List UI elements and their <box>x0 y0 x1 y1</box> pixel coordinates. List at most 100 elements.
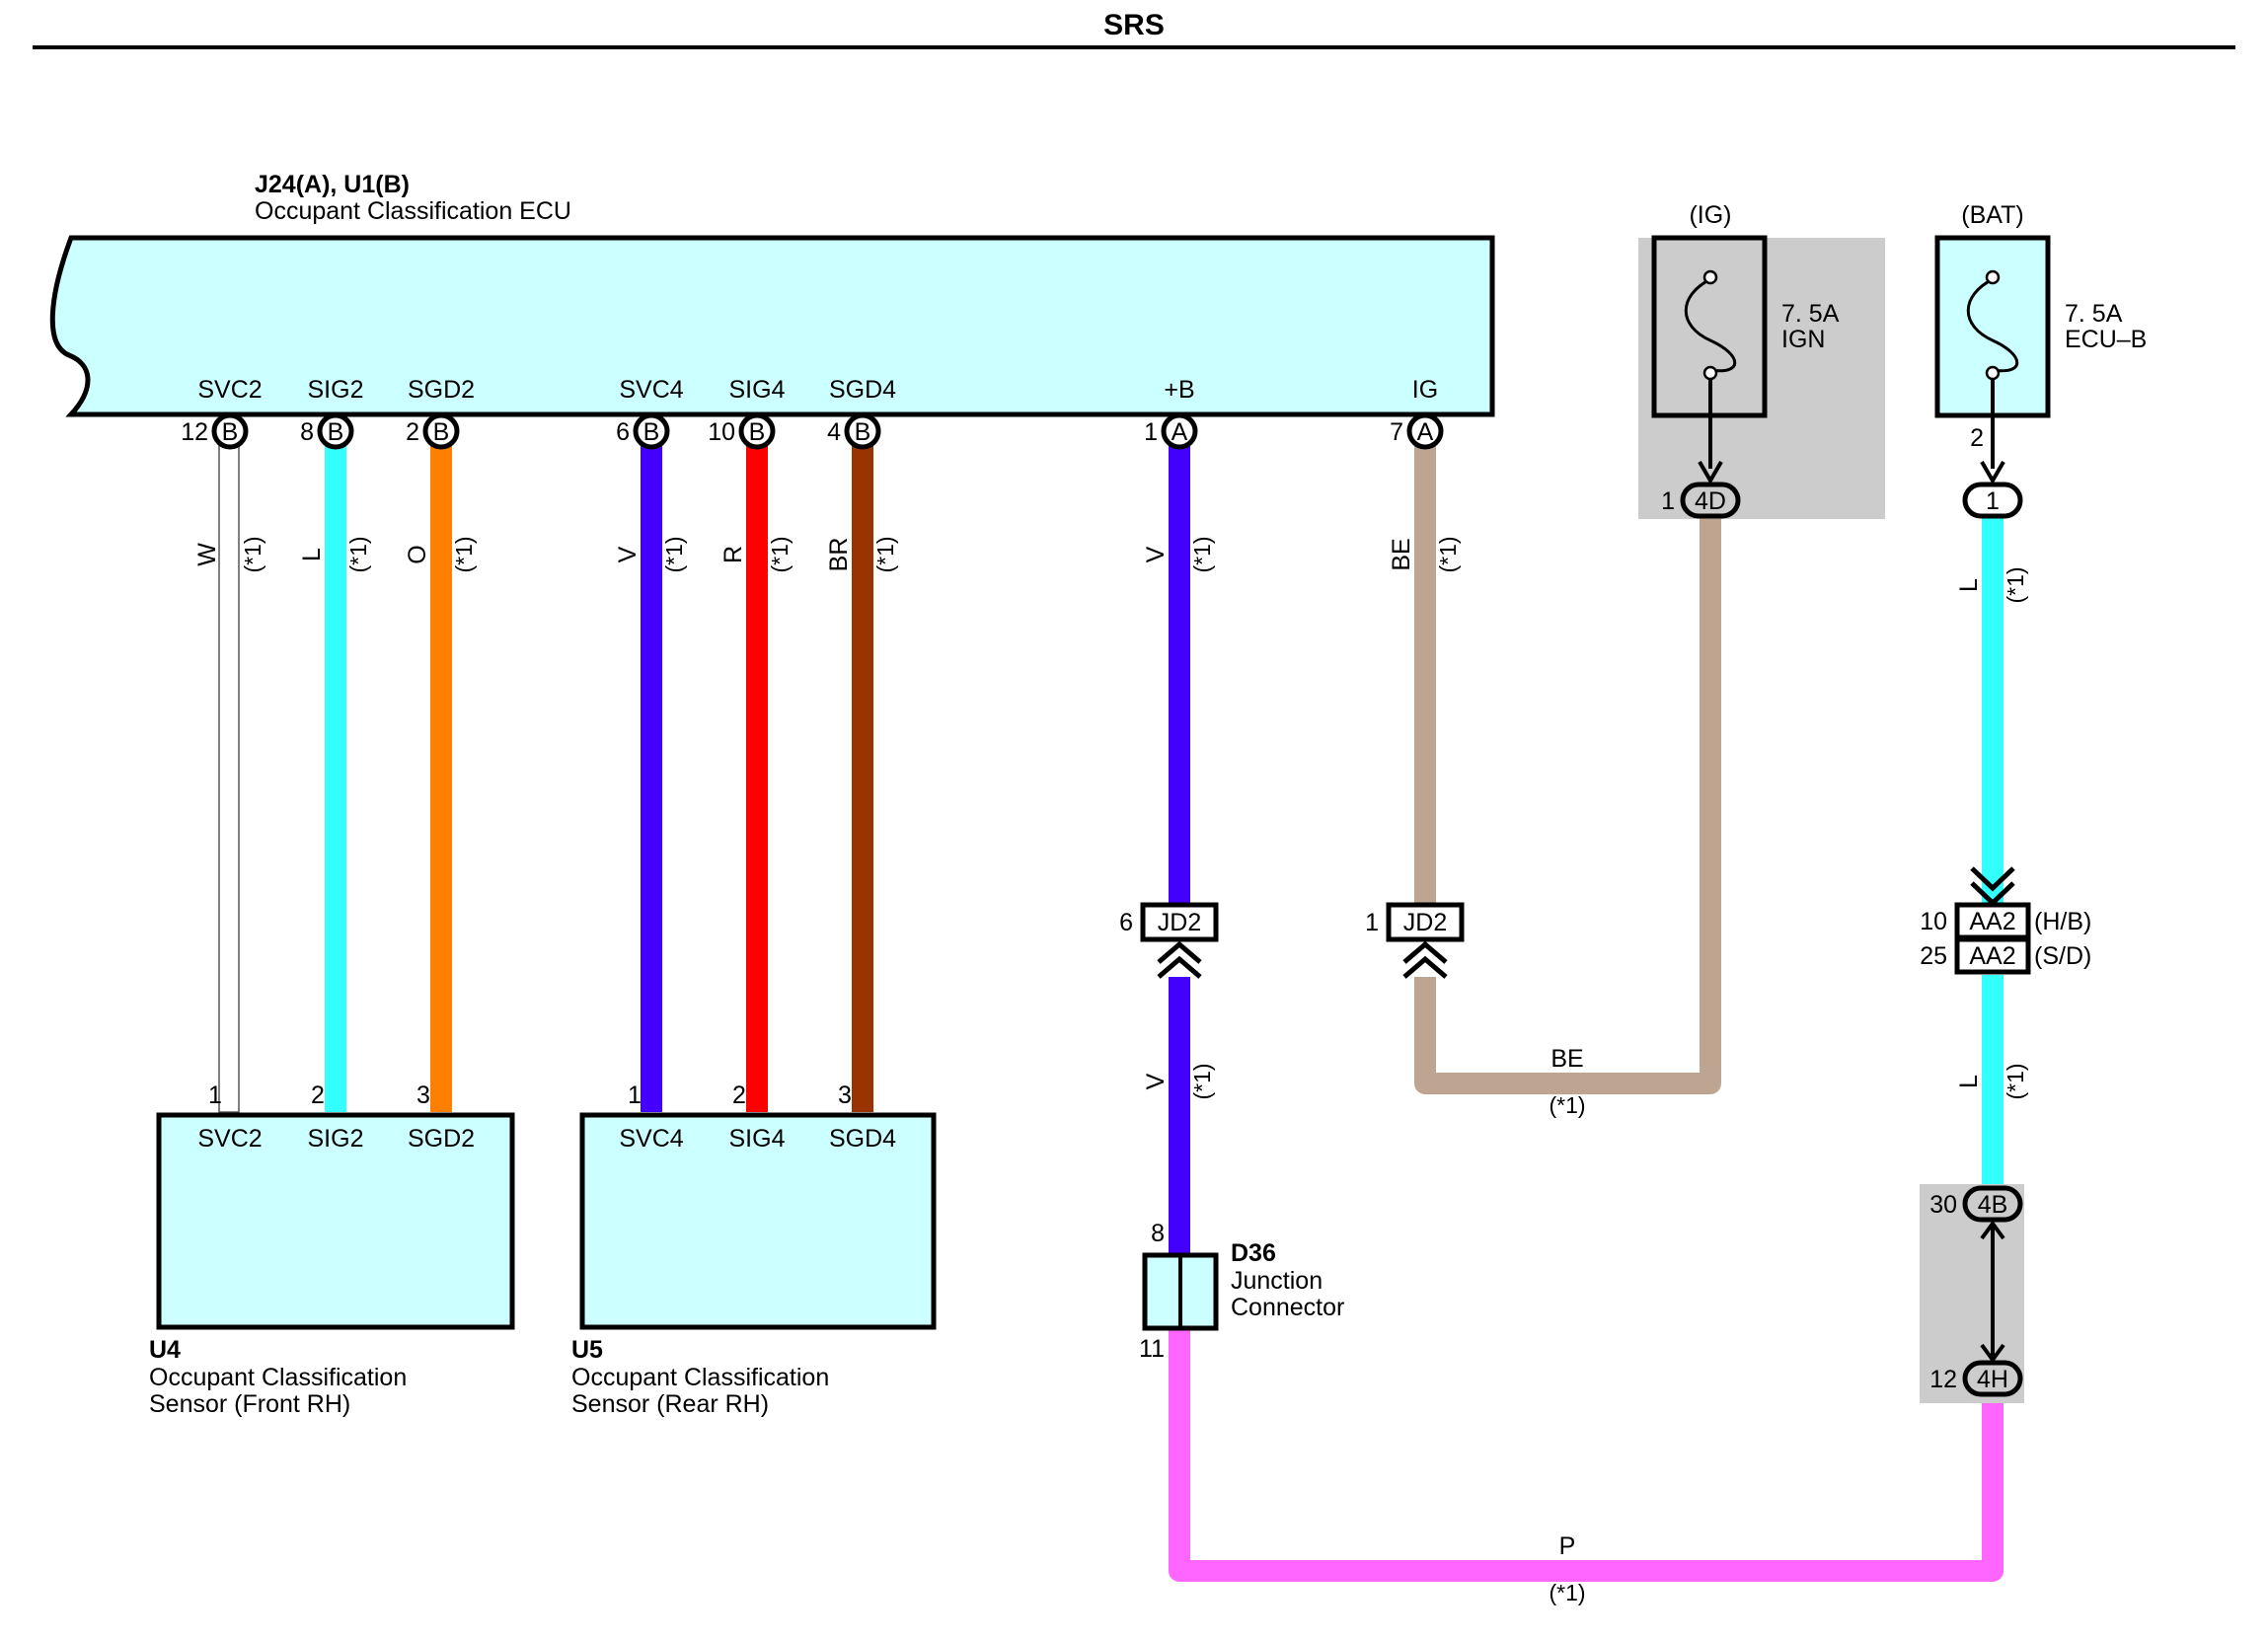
ecu-pin-terminal: B 10 <box>708 412 776 450</box>
ecu-pin-name: IG <box>1412 376 1438 404</box>
fuse-name: ECU–B <box>2065 326 2147 353</box>
wire-w-svc2: W (*1) <box>193 430 265 1113</box>
ecu-pin-name: SVC4 <box>619 376 683 404</box>
connector-pin: 12 <box>1929 1366 1957 1393</box>
pin-num: 6 <box>616 418 630 446</box>
connector-pin: 1 <box>1365 909 1379 936</box>
ecu-pin-name: SVC2 <box>197 376 262 404</box>
sensor-pin-num: 1 <box>628 1081 642 1109</box>
connector-label: JD2 <box>1403 909 1447 936</box>
sensor-ref: U5 <box>571 1336 603 1364</box>
pin-conn: B <box>328 418 344 446</box>
connector-oval <box>1962 482 2023 519</box>
pin-circle <box>633 412 670 450</box>
ecu-pin-sig4: SIG4 <box>729 376 786 404</box>
wire-l-bat-upper: L (*1) <box>1955 518 2028 903</box>
wire-be-ig-upper: BE (*1) <box>1388 431 1461 905</box>
pin-num: 7 <box>1390 418 1403 446</box>
pin-conn: A <box>1417 418 1434 446</box>
pin-num: 8 <box>300 418 314 446</box>
arrow-down-icon <box>1980 1343 2005 1364</box>
wire-body <box>1169 431 1190 905</box>
ecu-pin-svc2: SVC2 <box>197 376 262 404</box>
wire-body <box>852 431 873 1112</box>
sensor-pin-name: SIG2 <box>308 1125 364 1153</box>
arrow-down-icon <box>1980 460 2005 485</box>
ecu-pin-sgd4: SGD4 <box>829 376 896 404</box>
wire-code: BE <box>1550 1045 1583 1073</box>
junction-pin-bottom: 11 <box>1139 1335 1165 1363</box>
wire-body <box>325 431 346 1112</box>
junction-name-line1: Junction <box>1231 1267 1323 1295</box>
fuse-rating: 7. 5A <box>2065 300 2123 328</box>
pin-circle <box>1161 412 1198 450</box>
pin-conn: B <box>749 418 766 446</box>
ecu-pin-name: SGD2 <box>408 376 475 404</box>
pin-circle <box>317 412 354 450</box>
connector-4b-4h: 4B 30 4H 12 <box>1920 1184 2024 1403</box>
wire-be-ig-lower: BE (*1) <box>1414 518 1721 1118</box>
pin-conn: B <box>222 418 239 446</box>
wire-code: W <box>193 543 221 566</box>
ecu-pin-ig: IG <box>1412 376 1438 404</box>
fuse-supply: (BAT) <box>1961 201 2023 229</box>
wire-code: P <box>1559 1532 1576 1560</box>
fuse-terminal-icon <box>1702 269 1718 285</box>
sensor-ref: U4 <box>149 1336 181 1364</box>
sensor-pin-num: 2 <box>732 1081 746 1109</box>
wire-note: (*1) <box>240 536 265 572</box>
connector-pin: 1 <box>1661 487 1675 515</box>
sensor-box <box>579 1112 937 1330</box>
connector-1: 1 <box>1962 482 2023 519</box>
arrow-up-icon <box>1980 1220 2005 1240</box>
connector-oval <box>1962 1360 2023 1397</box>
pin-circle <box>1406 412 1444 450</box>
connector-label: 1 <box>1986 487 2000 515</box>
ecu-pin-terminal: B 12 <box>181 412 249 450</box>
wire-note: (*1) <box>872 536 898 572</box>
sensor-u4: 1 2 3 SVC2 SIG2 SGD2 U4 Occupant Classif… <box>149 1081 515 1418</box>
wire-note: (*1) <box>1189 536 1215 572</box>
wire-body <box>746 431 768 1112</box>
pin-conn: A <box>1172 418 1188 446</box>
wire-v-plus-b-lower: V (*1) <box>1142 977 1215 1255</box>
connector-label: JD2 <box>1158 909 1201 936</box>
connector-note: (H/B) <box>2034 908 2091 935</box>
pin-num: 4 <box>827 418 841 446</box>
wire-body <box>1414 518 1721 1094</box>
wire-body <box>641 431 662 1112</box>
sensor-name-line1: Occupant Classification <box>571 1364 829 1391</box>
ecu-pin-svc4: SVC4 <box>619 376 683 404</box>
connector-aa2: AA2 AA2 10 25 (H/B) (S/D) <box>1920 866 2091 975</box>
ecu-pin-sgd2: SGD2 <box>408 376 475 404</box>
connector-note: (S/D) <box>2034 942 2091 970</box>
pin-num: 2 <box>406 418 419 446</box>
pin-conn: B <box>433 418 450 446</box>
pin-conn: B <box>855 418 871 446</box>
junction-pin-top: 8 <box>1151 1220 1165 1247</box>
wire-note: (*1) <box>2003 566 2028 603</box>
wire-code: R <box>719 546 747 563</box>
wire-code: BR <box>825 538 853 572</box>
ecu-pin-terminal: B 2 <box>406 412 460 450</box>
connector-pin: 6 <box>1119 909 1133 936</box>
wire-note: (*1) <box>661 536 687 572</box>
connector-jd2-right: JD2 1 <box>1365 902 1465 979</box>
wire-body <box>1982 518 2003 903</box>
double-chevron-up-icon <box>1402 940 1448 979</box>
wire-l-sig2: L (*1) <box>298 431 371 1112</box>
ecu-pin-connectors: B 12 B 8 B 2 B 6 B 10 B 4 <box>181 412 1444 450</box>
wire-v-svc4: V (*1) <box>614 431 687 1112</box>
connector-box <box>1954 936 2031 975</box>
wire-note: (*1) <box>767 536 793 572</box>
wire-body <box>1982 975 2003 1197</box>
ecu-pin-terminal: B 6 <box>616 412 670 450</box>
wire-body <box>218 430 240 1113</box>
page-title: SRS <box>1103 9 1165 41</box>
ecu-box <box>49 235 1495 417</box>
connector-oval <box>1680 482 1741 519</box>
sensor-pin-name: SIG4 <box>729 1125 786 1153</box>
wire-code: BE <box>1388 538 1415 570</box>
sensor-name-line2: Sensor (Front RH) <box>149 1390 350 1418</box>
pin-conn: B <box>643 418 660 446</box>
